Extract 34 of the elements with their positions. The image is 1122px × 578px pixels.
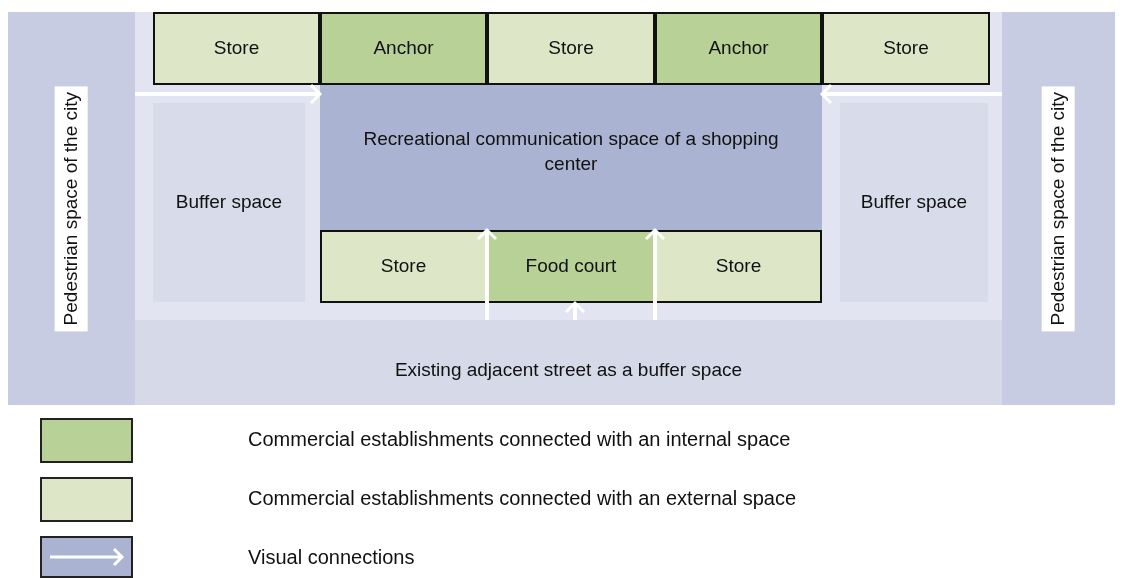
store-block	[655, 230, 822, 303]
node-label: Store	[883, 36, 929, 61]
node-label: Anchor	[708, 36, 769, 61]
arrow	[135, 83, 322, 105]
node-label: Buffer space	[175, 190, 283, 215]
arrow	[644, 228, 666, 320]
node-label: Store	[380, 254, 427, 279]
central-space	[320, 85, 822, 230]
store-block	[655, 12, 822, 85]
store-block	[320, 12, 487, 85]
arrow	[820, 83, 1002, 105]
store-block	[320, 230, 487, 303]
vertical-label: Pedestrian space of the city	[55, 85, 88, 332]
node-label: Anchor	[373, 36, 434, 61]
node-label: Store	[548, 36, 594, 61]
arrow	[564, 301, 586, 320]
store-block	[153, 12, 320, 85]
legend-label: Visual connections	[248, 546, 415, 569]
node-label: Store	[213, 36, 260, 61]
street-band	[135, 320, 1002, 405]
store-block	[822, 12, 990, 85]
node-label: Recreational communication space of a shopping center	[362, 127, 780, 176]
arrow	[476, 228, 498, 320]
node-label: Existing adjacent street as a buffer space	[394, 358, 743, 383]
legend-label: Commercial establishments connected with an external space	[248, 487, 797, 510]
pedestrian-zone	[1002, 12, 1115, 405]
vertical-label: Pedestrian space of the city	[1042, 85, 1075, 332]
node-label: Buffer space	[860, 190, 968, 215]
pedestrian-zone	[8, 12, 135, 405]
legend-label: Commercial establishments connected with an internal space	[248, 428, 791, 451]
store-block	[487, 12, 655, 85]
node-label: Food court	[525, 254, 617, 279]
store-block	[487, 230, 655, 303]
node-label: Store	[715, 254, 762, 279]
